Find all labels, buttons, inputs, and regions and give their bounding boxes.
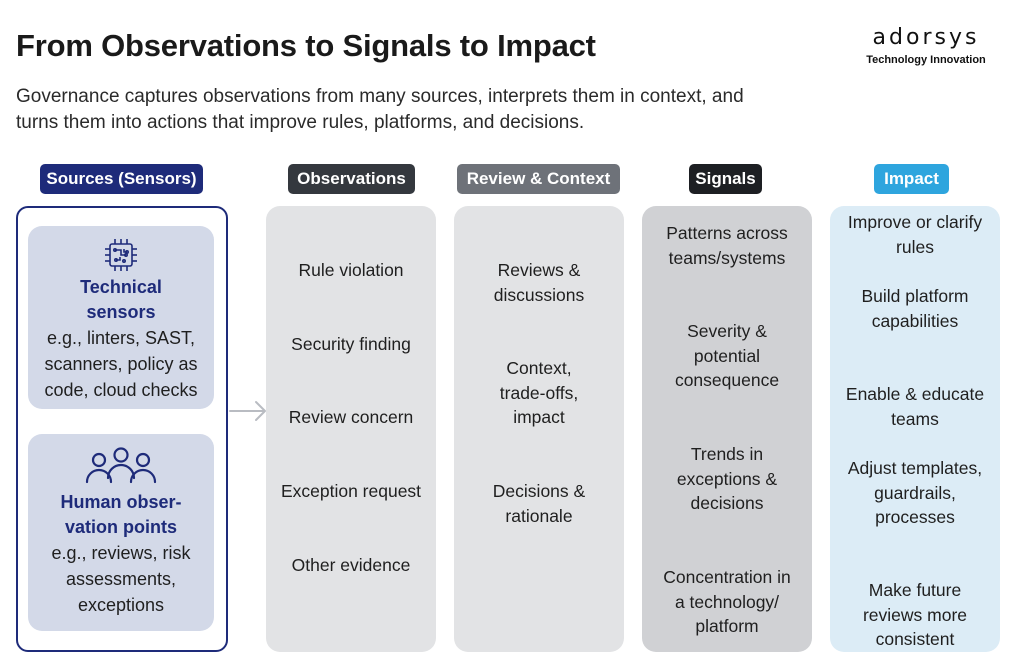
signal-item-line: Trends in xyxy=(690,444,764,464)
logo-wordmark: adorsys xyxy=(872,25,980,50)
page-subtitle: Governance captures observations from ma… xyxy=(16,86,744,133)
impact-item-line: reviews more xyxy=(862,604,968,625)
signal-item: Trends in exceptions & decisions xyxy=(642,442,812,516)
signal-item-line: Severity & xyxy=(687,321,767,341)
impact-item-line: teams xyxy=(891,408,939,429)
review-item-line: Context, xyxy=(506,358,572,378)
review-item-line: rationale xyxy=(505,505,573,526)
technical-sensors-body-line2: scanners, policy as xyxy=(44,354,198,374)
impact-item-line: Build platform xyxy=(861,286,969,306)
review-item-line: Decisions & xyxy=(492,481,586,501)
signal-item-line: platform xyxy=(695,616,759,636)
review-context-header: Review & Context xyxy=(457,164,620,194)
impact-item: Adjust templates, guardrails, processes xyxy=(830,456,1000,530)
human-observation-title-line2: vation points xyxy=(65,517,177,537)
human-observation-body-line1: e.g., reviews, risk xyxy=(51,543,191,563)
impact-item-line: consistent xyxy=(875,629,955,649)
human-observation-body-line3: exceptions xyxy=(77,595,165,615)
impact-item-line: Adjust templates, xyxy=(847,458,983,478)
signals-header: Signals xyxy=(689,164,762,194)
signal-item-line: decisions xyxy=(690,493,764,513)
human-observation-title-line1: Human obser- xyxy=(60,492,182,512)
signals-column: Patterns across teams/systems Severity &… xyxy=(642,206,812,652)
human-observation-card: Human obser- vation points e.g., reviews… xyxy=(28,434,214,631)
impact-header: Impact xyxy=(874,164,949,194)
impact-item-line: Enable & educate xyxy=(845,384,985,404)
signal-item-line: Patterns across xyxy=(666,223,788,243)
human-observation-body-line2: assessments, xyxy=(65,569,177,589)
sources-header: Sources (Sensors) xyxy=(40,164,203,194)
chip-icon xyxy=(105,239,137,271)
signal-item-line: Concentration in xyxy=(663,567,791,587)
technical-sensors-title-line1: Technical xyxy=(80,277,162,297)
impact-item: Improve or clarify rules xyxy=(830,210,1000,259)
observation-item: Rule violation xyxy=(298,260,404,280)
sources-frame xyxy=(16,206,228,652)
people-icon xyxy=(85,447,157,484)
impact-item: Enable & educate teams xyxy=(830,382,1000,431)
impact-item: Build platform capabilities xyxy=(830,284,1000,333)
impact-item-line: capabilities xyxy=(871,310,959,331)
observation-item: Other evidence xyxy=(291,555,411,575)
review-item: Context, trade-offs, impact xyxy=(454,356,624,430)
impact-item-line: Make future xyxy=(868,580,962,600)
review-item: Reviews & discussions xyxy=(454,258,624,307)
impact-item-line: rules xyxy=(896,236,934,257)
technical-sensors-title-line2: sensors xyxy=(86,302,156,322)
observation-item: Exception request xyxy=(280,481,422,501)
observations-header: Observations xyxy=(288,164,415,194)
company-logo: adorsys Technology Innovation xyxy=(856,25,996,67)
technical-sensors-body-line1: e.g., linters, SAST, xyxy=(46,328,196,348)
signal-item-line: potential xyxy=(693,345,761,366)
impact-item-line: guardrails, xyxy=(874,482,956,503)
page-title: From Observations to Signals to Impact xyxy=(16,28,596,63)
signal-item: Severity & potential consequence xyxy=(642,319,812,393)
impact-item-line: Improve or clarify xyxy=(847,212,983,232)
impact-item-line: processes xyxy=(875,507,955,527)
technical-sensors-card: Technical sensors e.g., linters, SAST, s… xyxy=(28,226,214,409)
review-item-line: impact xyxy=(513,407,565,427)
technical-sensors-body-line3: code, cloud checks xyxy=(44,380,198,400)
review-item: Decisions & rationale xyxy=(454,479,624,528)
signal-item-line: a technology/ xyxy=(674,591,780,612)
impact-column: Improve or clarify rules Build platform … xyxy=(830,206,1000,652)
observation-item: Review concern xyxy=(288,407,414,427)
review-item-line: Reviews & xyxy=(497,260,581,280)
signal-item: Patterns across teams/systems xyxy=(642,221,812,270)
logo-tagline: Technology Innovation xyxy=(866,54,986,66)
flow-arrow-icon xyxy=(229,401,266,421)
signal-item-line: teams/systems xyxy=(668,247,786,268)
observations-column: Rule violation Security finding Review c… xyxy=(266,206,436,652)
review-item-line: trade-offs, xyxy=(499,382,579,403)
impact-item: Make future reviews more consistent xyxy=(830,578,1000,652)
signal-item-line: consequence xyxy=(674,370,780,390)
observation-item: Security finding xyxy=(291,334,411,354)
signal-item: Concentration in a technology/ platform xyxy=(642,565,812,639)
review-item-line: discussions xyxy=(493,284,585,305)
signal-item-line: exceptions & xyxy=(676,468,778,489)
review-context-column: Reviews & discussions Context, trade-off… xyxy=(454,206,624,652)
